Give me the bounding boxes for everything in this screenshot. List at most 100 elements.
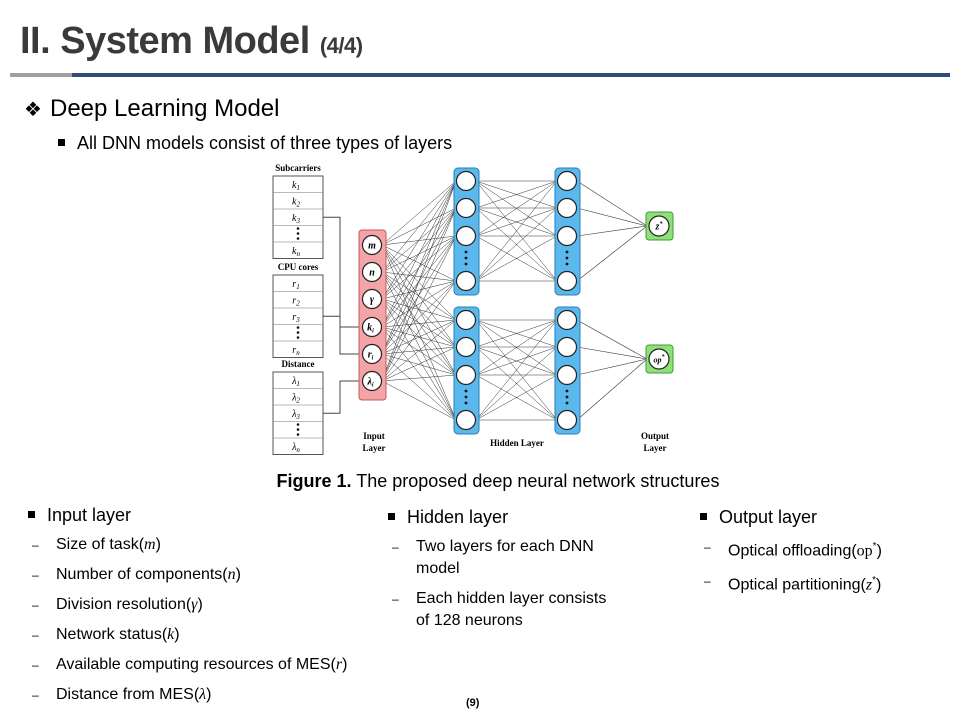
hidden-node: [556, 270, 578, 292]
connection-line: [381, 244, 457, 421]
connection-line: [381, 353, 457, 376]
ellipsis-dot: [296, 227, 300, 230]
connection-line: [475, 319, 558, 376]
connection-line: [381, 271, 457, 282]
connection-line: [381, 319, 457, 355]
list-item: Each hidden layer consists of 128 neuron…: [388, 588, 623, 632]
hidden-layer-list: Two layers for each DNN modelEach hidden…: [388, 536, 623, 632]
connection-line: [475, 346, 558, 376]
feature-group-title: Subcarriers: [275, 163, 321, 173]
connection-line: [381, 380, 457, 421]
connection-line: [381, 374, 457, 382]
input-layer-list: Size of task(m) Number of components(n) Di…: [28, 534, 348, 706]
ellipsis-dot: [565, 401, 569, 405]
hidden-node: [556, 364, 578, 386]
input-node: [361, 234, 383, 256]
figure-caption: Figure 1. The proposed deep neural netwo…: [276, 471, 720, 491]
hidden-node: [455, 197, 477, 219]
connection-line: [381, 319, 457, 328]
hidden-node: [455, 364, 477, 386]
hidden-node: [455, 270, 477, 292]
feature-item-label: λn: [291, 442, 300, 454]
connection-line: [576, 225, 648, 282]
hidden-node: [556, 309, 578, 331]
feature-item-label: k1: [292, 180, 300, 192]
hidden-node: [455, 170, 477, 192]
connection-line: [576, 207, 648, 227]
ellipsis-dot: [296, 428, 300, 431]
input-node-label: ri: [368, 350, 374, 362]
page-number: (9): [466, 697, 480, 709]
input-layer-heading: Input layer: [28, 505, 348, 526]
connection-line: [381, 271, 457, 421]
connection-line: [381, 280, 457, 382]
title-rule-gray: [10, 73, 72, 77]
layer-label: Layer: [363, 443, 386, 453]
connection-line: [381, 280, 457, 328]
hidden-layer-heading: Hidden layer: [388, 507, 623, 528]
connection-line: [576, 358, 648, 376]
layer-label: Output: [641, 431, 669, 441]
input-node: [361, 288, 383, 310]
square-bullet-icon: [388, 512, 395, 520]
input-node-label: n: [369, 268, 375, 279]
connection-lines: [381, 180, 648, 421]
feature-connector: [323, 380, 362, 414]
ellipsis-dot: [565, 395, 569, 399]
ellipsis-dot: [464, 250, 468, 254]
output-layer-column: Output layer Optical offloading(op*)Opti…: [700, 507, 950, 605]
feature-item-label: r2: [292, 295, 300, 307]
input-node: [361, 261, 383, 283]
input-node-label: m: [368, 241, 376, 252]
connection-line: [475, 180, 558, 209]
hidden-node: [556, 225, 578, 247]
list-item: Two layers for each DNN model: [388, 536, 623, 580]
connection-line: [475, 319, 558, 421]
ellipsis-dot: [296, 232, 300, 235]
connection-line: [381, 346, 457, 382]
input-node-label: λi: [366, 377, 373, 389]
output-layer-heading: Output layer: [700, 507, 950, 528]
connection-line: [381, 207, 457, 382]
connection-line: [475, 235, 558, 282]
list-item: Available computing resources of MES(r): [28, 654, 348, 676]
feature-connector: [323, 216, 362, 328]
hidden-node: [556, 409, 578, 431]
input-node: [361, 316, 383, 338]
connection-line: [381, 235, 457, 246]
hidden-node: [556, 197, 578, 219]
feature-item-label: λ1: [291, 376, 300, 388]
feature-group-box: [272, 274, 324, 358]
list-item: Network status(k): [28, 624, 348, 646]
ellipsis-dot: [464, 262, 468, 266]
ellipsis-dot: [464, 256, 468, 260]
list-item: Size of task(m): [28, 534, 348, 556]
hidden-node: [455, 409, 477, 431]
ellipsis-dot: [464, 395, 468, 399]
section-heading: ❖Deep Learning Model: [24, 95, 280, 122]
ellipsis-dot: [296, 433, 300, 436]
connection-line: [381, 326, 457, 376]
square-bullet-icon: [58, 138, 65, 146]
ellipsis-dot: [464, 389, 468, 393]
hidden-node: [455, 309, 477, 331]
feature-group-box: [272, 175, 324, 259]
connection-line: [381, 280, 457, 300]
feature-group-title: Distance: [282, 359, 315, 369]
square-bullet-icon: [700, 512, 707, 520]
list-item: Optical offloading(op*): [700, 536, 950, 562]
input-layer-column: Input layer Size of task(m) Number of com…: [28, 505, 348, 714]
input-node: [361, 370, 383, 392]
list-item: Distance from MES(λ): [28, 684, 348, 706]
input-node-label: ki: [367, 323, 374, 335]
connection-line: [475, 319, 558, 348]
diamond-bullet-icon: ❖: [24, 99, 42, 121]
list-item: Number of components(n): [28, 564, 348, 586]
ellipsis-dot: [296, 331, 300, 334]
feature-item-label: kn: [292, 246, 300, 258]
connection-line: [475, 207, 558, 237]
connection-line: [475, 180, 558, 282]
ellipsis-dot: [565, 262, 569, 266]
connection-line: [381, 180, 457, 300]
